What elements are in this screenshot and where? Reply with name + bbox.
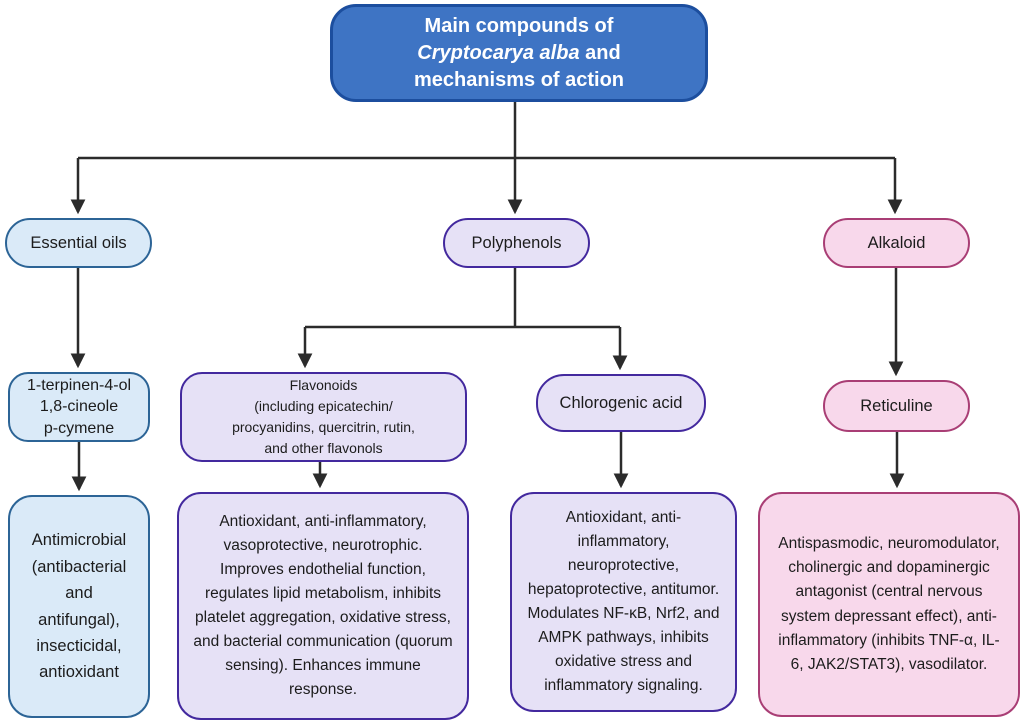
title-part3: and <box>585 41 621 64</box>
node-terpinen-compounds: 1-terpinen-4-ol 1,8-cineole p-cymene <box>8 372 150 442</box>
title-species-italic: Cryptocarya alba <box>417 41 580 64</box>
node-flavonoids-mechanisms: Antioxidant, anti-inflammatory, vasoprot… <box>177 492 469 720</box>
node-alkaloid: Alkaloid <box>823 218 970 268</box>
node-essential-oils-mechanisms: Antimicrobial (antibacterial and antifun… <box>8 495 150 718</box>
title-text: Main compounds of Cryptocarya alba and m… <box>414 13 624 94</box>
node-chlorogenic-mechanisms: Antioxidant, anti-inflammatory, neuropro… <box>510 492 737 712</box>
node-chlorogenic-acid: Chlorogenic acid <box>536 374 706 432</box>
title-part1: Main compounds of <box>424 14 614 37</box>
node-reticuline: Reticuline <box>823 380 970 432</box>
node-essential-oils: Essential oils <box>5 218 152 268</box>
title-part4: mechanisms of action <box>413 68 625 91</box>
node-polyphenols: Polyphenols <box>443 218 590 268</box>
node-flavonoids: Flavonoids (including epicatechin/ procy… <box>180 372 467 462</box>
node-reticuline-mechanisms: Antispasmodic, neuromodulator, cholinerg… <box>758 492 1020 717</box>
title-box: Main compounds of Cryptocarya alba and m… <box>330 4 708 102</box>
